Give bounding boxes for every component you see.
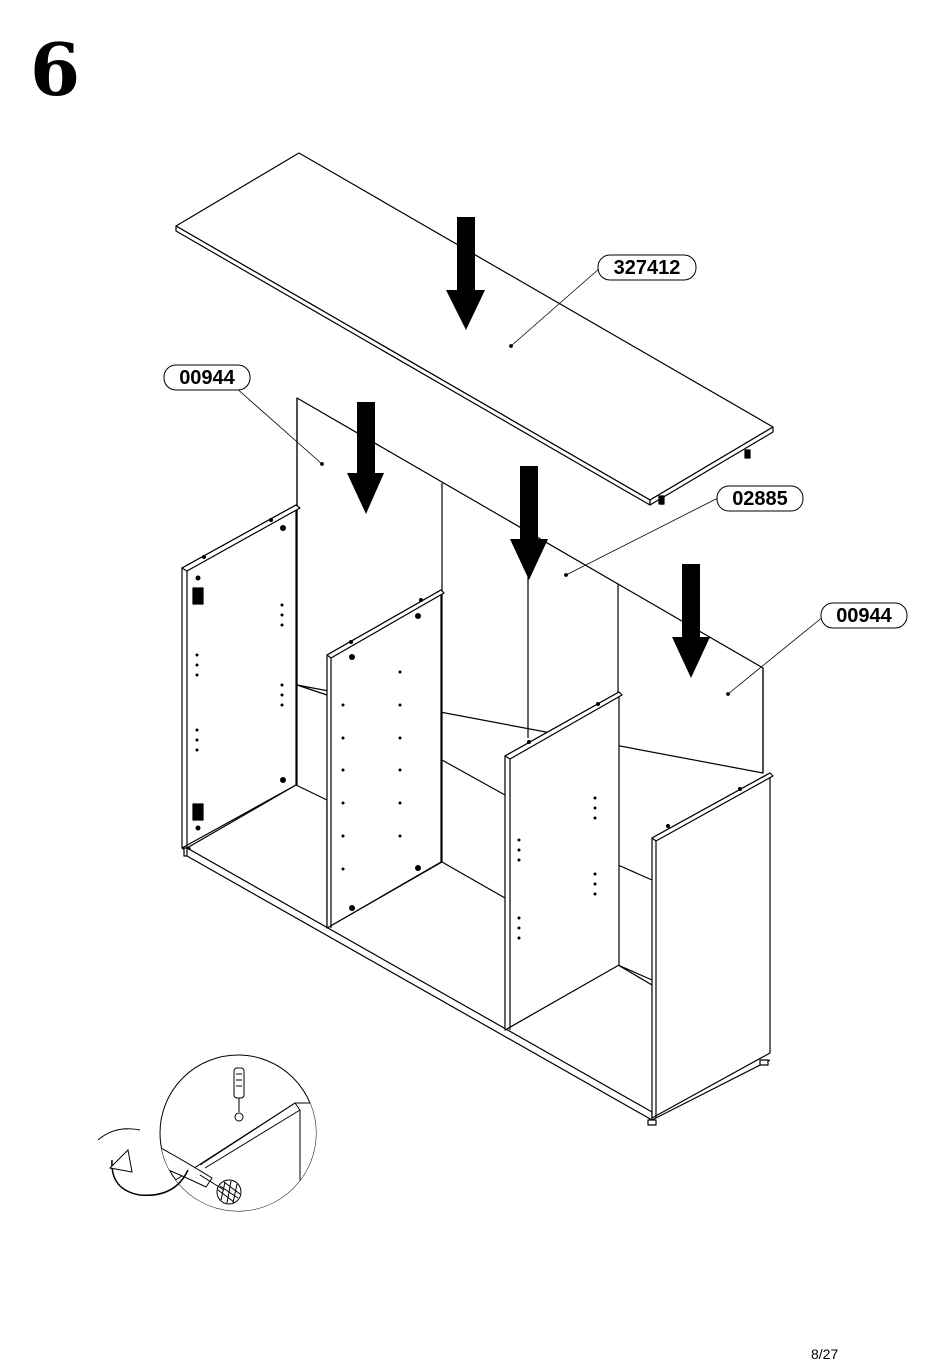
- part-label-327412: 327412: [598, 255, 696, 280]
- detail-inset: [98, 1055, 330, 1260]
- svg-text:327412: 327412: [614, 257, 681, 279]
- part-label-00944-right: 00944: [821, 603, 907, 628]
- part-label-00944-left: 00944: [164, 365, 250, 390]
- top-panel: [176, 153, 773, 505]
- svg-text:00944: 00944: [179, 367, 235, 389]
- part-label-02885: 02885: [717, 486, 803, 511]
- svg-text:02885: 02885: [732, 488, 788, 510]
- right-side-panel: [652, 773, 773, 1118]
- page-number: 8/27: [811, 1346, 838, 1362]
- svg-text:00944: 00944: [836, 605, 892, 627]
- cam-lock-icon: [217, 1180, 241, 1204]
- divider-2: [505, 692, 622, 1030]
